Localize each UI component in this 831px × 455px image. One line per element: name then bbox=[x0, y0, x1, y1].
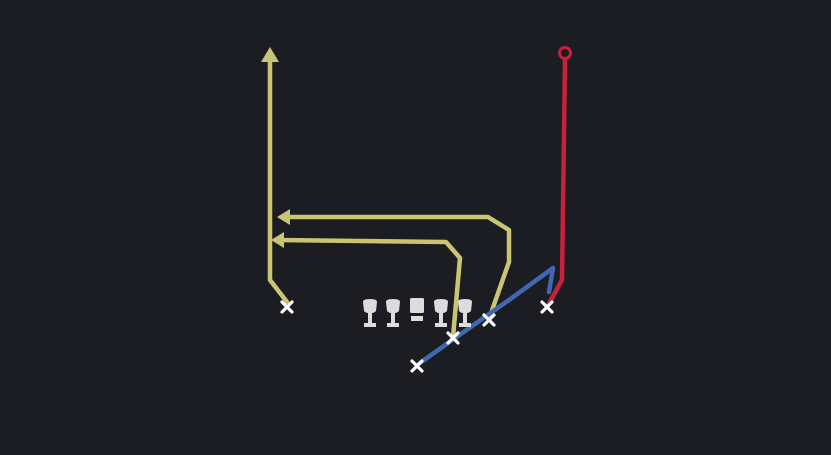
player-left-receiver bbox=[280, 300, 294, 314]
route-arrowhead bbox=[277, 209, 290, 225]
route-arrowhead bbox=[261, 47, 279, 62]
offensive-line bbox=[363, 298, 472, 327]
running-back-wheel-route bbox=[414, 265, 556, 368]
lineman-right-tackle bbox=[458, 299, 472, 327]
route-end-circle bbox=[558, 46, 572, 60]
player-slot-receiver bbox=[482, 313, 496, 327]
lineman-left-tackle bbox=[363, 299, 377, 327]
left-receiver-go-route bbox=[261, 47, 290, 305]
player-running-back bbox=[410, 359, 424, 373]
lineman-left-guard bbox=[386, 299, 400, 327]
player-right-receiver bbox=[540, 300, 554, 314]
tight-end-crossing-route bbox=[271, 232, 463, 340]
player-tight-end bbox=[446, 331, 460, 345]
lineman-right-guard bbox=[434, 299, 448, 327]
right-receiver-go-route bbox=[544, 46, 572, 310]
slot-deep-crossing-route bbox=[277, 209, 512, 322]
lineman-center bbox=[410, 298, 424, 321]
route-arrowhead bbox=[271, 232, 284, 248]
